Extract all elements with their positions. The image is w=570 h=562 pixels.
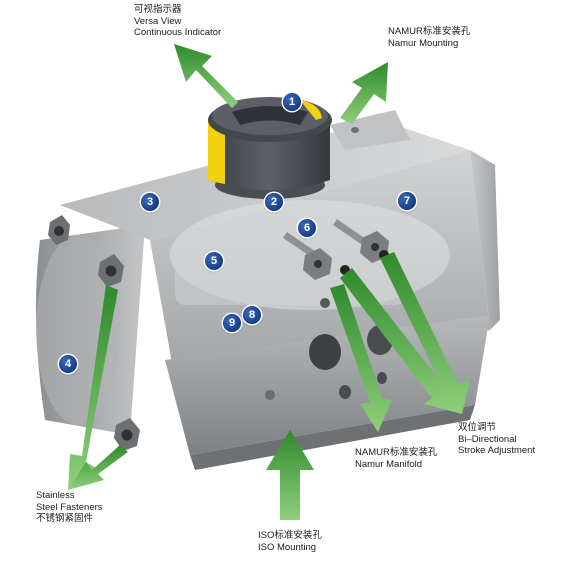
label-line: 双位调节 <box>458 422 497 433</box>
label-namur-mounting: NAMUR标准安装孔 Namur Mounting <box>388 26 470 49</box>
label-bidirectional: 双位调节 Bi–Directional Stroke Adjustment <box>458 422 535 457</box>
arrow-namur-manifold <box>330 284 392 432</box>
label-iso-mounting: ISO标准安装孔 ISO Mounting <box>258 530 322 553</box>
label-line: NAMUR标准安装孔 <box>355 447 438 458</box>
label-line: Continuous Indicator <box>134 27 222 38</box>
label-line: 不锈钢紧固件 <box>36 513 94 524</box>
label-line: ISO标准安装孔 <box>258 530 322 541</box>
badge-8: 8 <box>243 306 261 324</box>
label-namur-manifold: NAMUR标准安装孔 Namur Manifold <box>355 447 437 470</box>
label-line: Namur Mounting <box>388 37 459 49</box>
label-line: Versa View <box>134 15 182 27</box>
fastener <box>48 215 70 245</box>
fastener <box>114 418 140 451</box>
badge-3: 3 <box>141 193 159 211</box>
label-line: ISO Mounting <box>258 541 317 553</box>
label-line: Bi–Directional <box>458 433 517 445</box>
arrow-fasteners-a <box>68 285 118 490</box>
adjustment-screws <box>283 219 389 280</box>
badge-7: 7 <box>398 192 416 210</box>
badge-9: 9 <box>223 314 241 332</box>
badge-4: 4 <box>59 355 77 373</box>
arrow-namur-mounting <box>340 62 388 124</box>
arrow-bidirectional-b <box>380 252 470 414</box>
label-line: Stroke Adjustment <box>458 445 536 456</box>
label-line: Namur Manifold <box>355 458 423 470</box>
fastener <box>98 254 124 287</box>
arrow-bidirectional-a <box>340 268 462 414</box>
arrow-fasteners-b <box>68 445 128 490</box>
arrow-indicator <box>174 44 238 108</box>
label-indicator: 可视指示器 Versa View Continuous Indicator <box>134 4 221 39</box>
label-line: 可视指示器 <box>134 4 182 15</box>
position-indicator <box>208 97 332 199</box>
arrow-iso-mounting <box>266 430 314 520</box>
label-line: Stainless <box>36 490 75 501</box>
label-fasteners: Stainless Steel Fasteners 不锈钢紧固件 <box>36 490 103 525</box>
badge-5: 5 <box>205 252 223 270</box>
badge-2: 2 <box>265 193 283 211</box>
badge-6: 6 <box>298 219 316 237</box>
label-line: Steel Fasteners <box>36 501 103 513</box>
badge-1: 1 <box>283 93 301 111</box>
label-line: NAMUR标准安装孔 <box>388 26 471 37</box>
